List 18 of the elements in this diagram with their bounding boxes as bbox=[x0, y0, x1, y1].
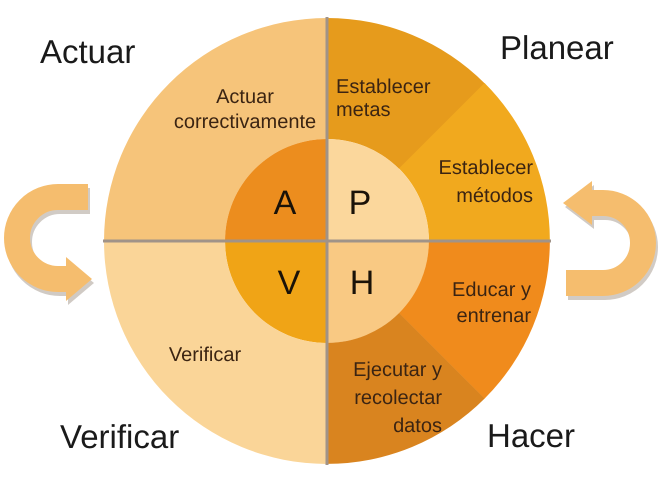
step-text: Actuar correctivamente bbox=[174, 86, 316, 133]
phase-letter: V bbox=[278, 264, 300, 302]
phase-letter: H bbox=[350, 264, 374, 302]
phase-label: Verificar bbox=[60, 418, 180, 456]
phase-label: Planear bbox=[500, 29, 614, 67]
step-text: Educar y entrenar bbox=[452, 279, 531, 327]
step-text: Ejecutar y recolectar datos bbox=[353, 358, 442, 437]
step-text: Establecer metas bbox=[336, 76, 430, 121]
step-text: Establecer métodos bbox=[438, 156, 533, 207]
step-text: Verificar bbox=[168, 344, 242, 366]
phase-letter: P bbox=[348, 184, 372, 222]
phase-label: Hacer bbox=[487, 417, 576, 455]
phase-letter: A bbox=[274, 184, 296, 222]
center-quadrant bbox=[327, 241, 429, 343]
phase-label: Actuar bbox=[40, 33, 136, 71]
center-quadrant bbox=[327, 139, 429, 241]
center-quadrant bbox=[225, 139, 327, 241]
center-quadrant bbox=[225, 241, 327, 343]
